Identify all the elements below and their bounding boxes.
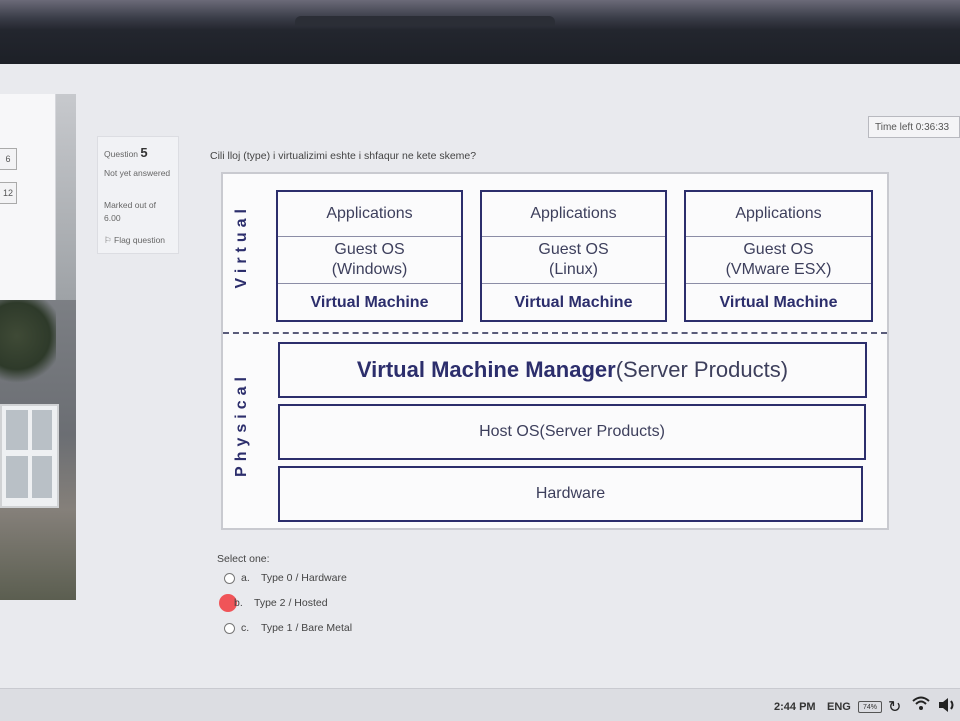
sync-icon[interactable]: ↻ — [888, 699, 902, 716]
answer-option-c[interactable]: c. Type 1 / Bare Metal — [224, 620, 352, 636]
question-status: Not yet answered — [104, 168, 171, 178]
guest-os-box: Guest OS(Linux) — [482, 237, 665, 284]
guest-os-box: Guest OS(Windows) — [278, 237, 461, 284]
radio-button[interactable] — [224, 622, 235, 634]
virtual-machine-box: Virtual Machine — [310, 294, 429, 311]
guest-os-box: Guest OS(VMware ESX) — [686, 237, 871, 284]
laptop-bezel — [0, 0, 960, 64]
wifi-icon[interactable] — [912, 695, 930, 716]
answer-option-a[interactable]: a. Type 0 / Hardware — [224, 570, 347, 586]
answer-option-b[interactable]: b. Type 2 / Hosted — [219, 594, 328, 612]
radio-button[interactable] — [224, 572, 235, 584]
question-marks: Marked out of 6.00 — [104, 200, 156, 223]
applications-box: Applications — [482, 192, 665, 237]
hardware-layer: Hardware — [278, 466, 863, 522]
clock[interactable]: 2:44 PM — [774, 701, 816, 713]
question-text: Cili lloj (type) i virtualizimi eshte i … — [210, 150, 477, 162]
language-indicator[interactable]: ENG — [827, 701, 851, 713]
window-image — [0, 404, 59, 508]
virtualization-diagram: Virtual Physical Applications Guest OS(W… — [221, 172, 889, 530]
taskbar: 2:44 PM ENG 74% ↻ — [0, 688, 960, 721]
radio-button-selected[interactable] — [219, 594, 237, 612]
volume-icon[interactable] — [938, 697, 958, 718]
time-left: Time left 0:36:33 — [868, 116, 960, 138]
screen: 6 12 Question 5 Not yet answered Marked … — [0, 64, 960, 688]
virtual-label: Virtual — [233, 204, 250, 289]
virtual-machine-box: Virtual Machine — [514, 294, 633, 311]
virtual-physical-divider — [223, 332, 887, 334]
nav-question-12[interactable]: 12 — [0, 182, 17, 204]
camera-notch — [295, 16, 555, 26]
vm-column-windows: Applications Guest OS(Windows) Virtual M… — [276, 190, 463, 322]
select-one-label: Select one: — [217, 553, 270, 565]
vm-column-vmware: Applications Guest OS(VMware ESX) Virtua… — [684, 190, 873, 322]
virtual-machine-box: Virtual Machine — [719, 294, 838, 311]
vmm-layer: Virtual Machine Manager(Server Products) — [278, 342, 867, 398]
question-info: Question 5 Not yet answered Marked out o… — [97, 136, 179, 254]
applications-box: Applications — [278, 192, 461, 237]
applications-box: Applications — [686, 192, 871, 237]
host-os-layer: Host OS(Server Products) — [278, 404, 866, 460]
flag-question-link[interactable]: ⚐ Flag question — [104, 235, 166, 245]
quiz-navigation: 6 12 — [0, 94, 56, 300]
physical-label: Physical — [233, 372, 250, 477]
tree-image — [0, 300, 56, 390]
nav-question-6[interactable]: 6 — [0, 148, 17, 170]
flag-icon: ⚐ — [104, 235, 112, 245]
question-number: Question 5 — [104, 145, 148, 160]
battery-icon[interactable]: 74% — [858, 701, 882, 713]
vm-column-linux: Applications Guest OS(Linux) Virtual Mac… — [480, 190, 667, 322]
